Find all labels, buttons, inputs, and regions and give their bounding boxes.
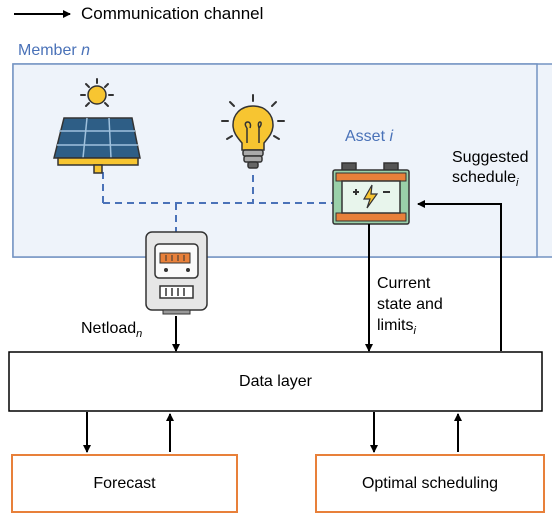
dashed-connections [102,172,333,232]
communication-arrows [83,200,502,453]
optimal-scheduling-label: Optimal scheduling [361,474,499,492]
light-bulb-icon [221,94,285,169]
suggested-schedule-label: Suggested schedulei [452,149,529,190]
forecast-box [11,454,238,513]
member-label: Member n [18,42,91,59]
solar-panel-icon [53,78,141,174]
legend-label: Communication channel [81,4,264,23]
smart-meter-icon [145,231,208,315]
netload-label: Netloadn [81,320,143,341]
data-layer-box [8,351,543,412]
battery-icon [332,162,410,225]
forecast-label: Forecast [93,474,156,492]
optimal-scheduling-box [315,454,545,513]
current-state-label: Current state and limitsi [377,275,443,338]
asset-label: Asset i [345,128,394,145]
data-layer-label: Data layer [239,372,312,390]
